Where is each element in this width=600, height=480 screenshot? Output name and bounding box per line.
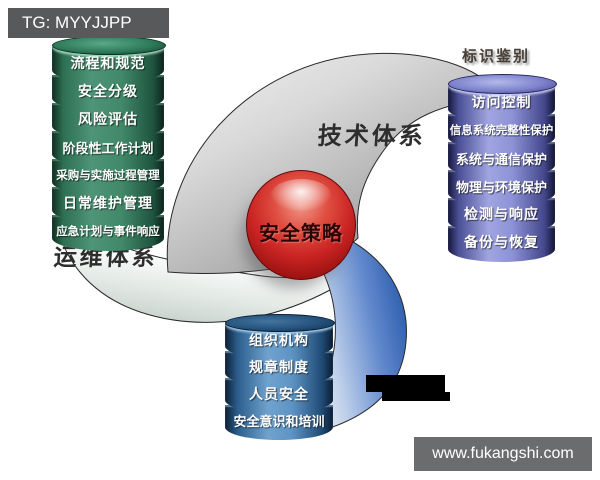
mgmt-cylinder-cap <box>225 314 335 332</box>
ops-item-label: 风险评估 <box>78 111 138 127</box>
tech-item-label: 访问控制 <box>471 94 532 110</box>
ops-item-label: 应急计划与事件响应 <box>56 226 160 238</box>
tech-item-label: 备份与恢复 <box>464 234 539 250</box>
website-badge: www.fukangshi.com <box>414 437 592 471</box>
tech-cylinder-cap <box>448 74 557 94</box>
ops-item-label: 采购与实施过程管理 <box>56 170 160 182</box>
website-text: www.fukangshi.com <box>432 445 574 462</box>
watermark-tag-badge: TG: MYYJJPP <box>8 8 169 38</box>
tech-cylinder: 访问控制 信息系统完整性保护 系统与通信保护 物理与环境保护 检测与响应 备份与… <box>448 74 557 262</box>
tech-item-label: 物理与环境保护 <box>455 179 547 195</box>
tech-arm-label: 技术体系 <box>316 123 427 150</box>
ops-item-label: 安全分级 <box>78 83 138 99</box>
sphere-label: 安全策略 <box>259 222 343 245</box>
mgmt-item-label: 安全意识和培训 <box>233 414 325 429</box>
watermark-tag-text: TG: MYYJJPP <box>22 13 132 32</box>
security-policy-sphere: 安全策略 <box>246 170 356 280</box>
ops-item: 流程和规范 <box>52 47 164 83</box>
sphere-gloss-highlight <box>270 178 332 211</box>
ops-cylinder: 流程和规范 安全分级 风险评估 阶段性工作计划 采购与实施过程管理 日常维护管理… <box>52 36 166 251</box>
tech-item-label: 信息系统完整性保护 <box>449 125 554 137</box>
ops-cylinder-cap <box>52 36 166 55</box>
redaction-block <box>382 392 450 401</box>
tech-item-label: 检测与响应 <box>464 206 539 222</box>
mgmt-cylinder: 组织机构 规章制度 人员安全 安全意识和培训 <box>225 314 335 440</box>
mgmt-item: 人员安全 <box>225 378 333 413</box>
mgmt-item-label: 组织机构 <box>249 331 309 348</box>
ops-item-label: 日常维护管理 <box>63 195 153 211</box>
mgmt-item-label: 规章制度 <box>249 358 309 375</box>
tech-cylinder-top-label: 标识鉴别 <box>462 48 531 65</box>
redaction-block <box>366 375 445 392</box>
ops-item-label: 流程和规范 <box>70 55 146 71</box>
tech-item-label: 系统与通信保护 <box>455 151 547 167</box>
ops-item-label: 阶段性工作计划 <box>62 140 154 156</box>
mgmt-item-label: 人员安全 <box>249 385 309 402</box>
